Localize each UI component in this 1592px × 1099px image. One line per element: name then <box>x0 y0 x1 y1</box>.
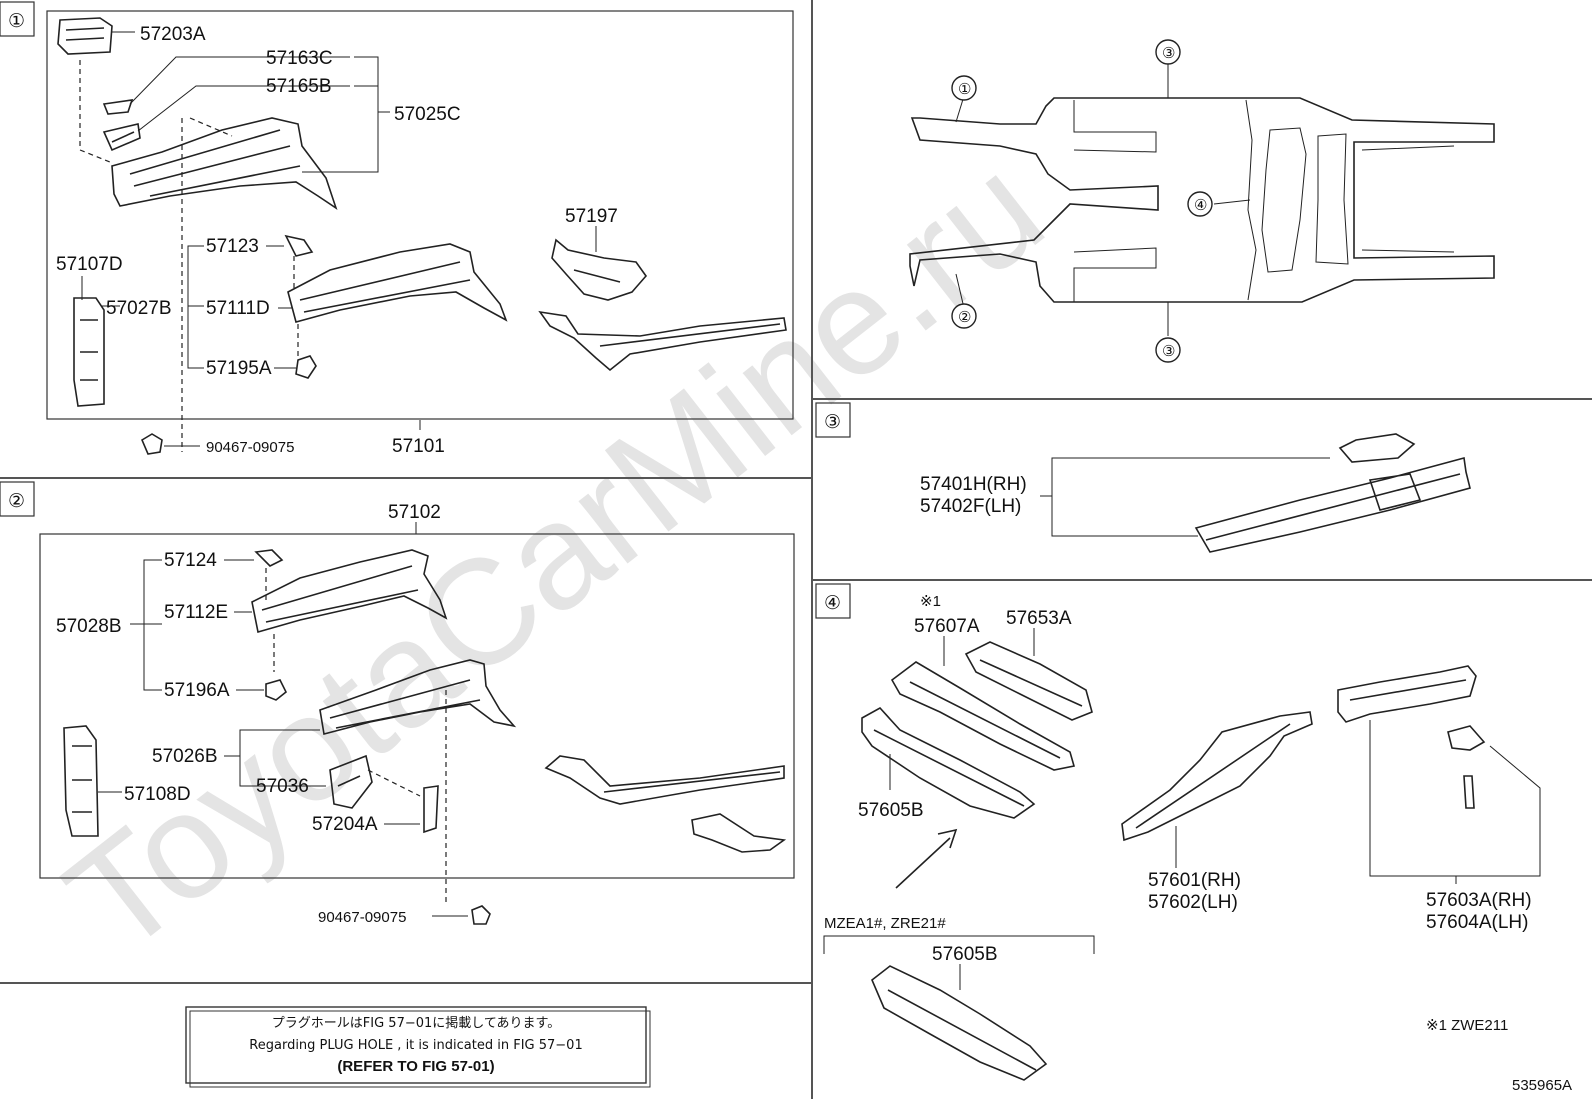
part-57107D-shape <box>73 297 105 407</box>
note-japanese: プラグホールはFIG 57−01に掲載してあります。 <box>272 1015 560 1031</box>
figure-id: 535965A <box>1512 1077 1572 1094</box>
callout-57204A[interactable]: 57204A <box>312 814 378 835</box>
callout-57401H[interactable]: 57401H(RH) <box>920 474 1027 495</box>
callout-90467-09075-s1[interactable]: 90467-09075 <box>206 439 294 456</box>
assembly-frame-57101 <box>46 10 794 420</box>
callout-57112E[interactable]: 57112E <box>164 602 228 623</box>
part-57124-shape <box>254 549 284 567</box>
overview-callout-3-bottom[interactable] <box>1155 337 1181 363</box>
part-57196A-shape <box>265 679 288 701</box>
callout-57605B[interactable]: 57605B <box>858 800 924 821</box>
section-3: ③ 57401H(RH) 57402F(LH) <box>815 402 1471 553</box>
part-57204A-shape <box>423 785 439 834</box>
section-marker-box <box>815 402 851 438</box>
part-bracket-4b-shape <box>1463 775 1475 809</box>
part-bracket-2-shape <box>691 813 787 853</box>
section-marker: ④ <box>824 593 841 614</box>
variant-label[interactable]: MZEA1#, ZRE21# <box>824 915 946 932</box>
callout-57163C[interactable]: 57163C <box>266 48 333 69</box>
part-57163C-shape <box>102 99 134 115</box>
part-57025C-shape <box>111 117 338 210</box>
overview-callout-3-top[interactable] <box>1155 39 1181 65</box>
overview-callout-3-bottom-label: ③ <box>1162 343 1175 360</box>
callout-57603A[interactable]: 57603A(RH) <box>1426 890 1532 911</box>
callout-57653A[interactable]: 57653A <box>1006 608 1072 629</box>
part-57203A-shape <box>57 17 113 55</box>
part-57026B-shape <box>319 659 517 735</box>
section-marker: ② <box>8 491 25 512</box>
section-2: ② 57102 57028B 57124 57112E 57196A 57026… <box>0 481 795 926</box>
callout-57195A[interactable]: 57195A <box>206 358 272 379</box>
callout-57165B[interactable]: 57165B <box>266 76 332 97</box>
callout-57028B[interactable]: 57028B <box>56 616 122 637</box>
callout-57602[interactable]: 57602(LH) <box>1148 892 1238 913</box>
callout-57601[interactable]: 57601(RH) <box>1148 870 1241 891</box>
part-bracket-3-shape <box>1338 433 1416 463</box>
part-57123-shape <box>284 234 314 257</box>
callout-57402F[interactable]: 57402F(LH) <box>920 496 1021 517</box>
callout-57607A[interactable]: 57607A <box>914 616 980 637</box>
assembly-frame-57102 <box>39 533 795 879</box>
plug-hole-note: プラグホールはFIG 57−01に掲載してあります。 Regarding PLU… <box>185 1006 651 1088</box>
overview-callout-4-label: ④ <box>1194 197 1207 214</box>
overview-callout-1-label: ① <box>958 81 971 98</box>
callout-57605B-alt[interactable]: 57605B <box>932 944 998 965</box>
part-57605B-shape <box>861 706 1036 819</box>
part-57112E-shape <box>251 549 448 634</box>
overview-frame-outline <box>909 97 1495 303</box>
note-reference[interactable]: (REFER TO FIG 57-01) <box>337 1058 494 1075</box>
part-57603A-shape <box>1337 665 1477 723</box>
bolt-90467-shape <box>140 433 163 455</box>
note-marker-1: ※1 <box>920 593 941 610</box>
part-57036-shape <box>329 754 373 809</box>
callout-57111D[interactable]: 57111D <box>206 298 270 319</box>
callout-57107D[interactable]: 57107D <box>56 254 123 275</box>
underbody-overview: ① ② ③ ③ ④ <box>909 39 1495 363</box>
part-57605B-alt-shape <box>871 965 1048 1081</box>
callout-57102[interactable]: 57102 <box>388 502 441 523</box>
part-57653A-shape <box>964 641 1093 721</box>
callout-57036[interactable]: 57036 <box>256 776 309 797</box>
view-arrow <box>895 828 958 889</box>
part-57108D-shape <box>63 725 99 837</box>
callout-57026B[interactable]: 57026B <box>152 746 218 767</box>
callout-57203A[interactable]: 57203A <box>140 24 206 45</box>
part-bracket-4a-shape <box>1447 725 1486 751</box>
callout-57124[interactable]: 57124 <box>164 550 217 571</box>
overview-callout-3-top-label: ③ <box>1162 45 1175 62</box>
callout-57101[interactable]: 57101 <box>392 436 445 457</box>
callout-90467-09075-s2[interactable]: 90467-09075 <box>318 909 406 926</box>
part-57111D-shape <box>287 243 508 323</box>
section-marker: ① <box>8 11 25 32</box>
part-57165B-shape <box>102 123 141 152</box>
section-marker-box <box>0 481 35 517</box>
bolt-90467-2-shape <box>471 905 491 925</box>
footnote-zwe211: ※1 ZWE211 <box>1426 1017 1508 1034</box>
part-57401H-shape <box>1194 456 1471 553</box>
overview-callout-2-label: ② <box>958 309 971 326</box>
overview-callout-2[interactable] <box>951 303 977 329</box>
note-english: Regarding PLUG HOLE , it is indicated in… <box>249 1038 582 1053</box>
section-marker-box <box>0 1 35 37</box>
section-marker-box <box>815 583 851 619</box>
part-57195A-shape <box>295 355 317 379</box>
part-side-rail-2-shape <box>544 755 785 805</box>
callout-57027B[interactable]: 57027B <box>106 298 172 319</box>
part-side-rail-shape <box>538 310 787 372</box>
overview-callout-4[interactable] <box>1187 191 1213 217</box>
overview-callout-1[interactable] <box>951 75 977 101</box>
callout-57196A[interactable]: 57196A <box>164 680 230 701</box>
section-4: ④ ※1 57607A 57653A 57605B MZEA1#, ZRE21#… <box>815 583 1541 1081</box>
part-57197-shape <box>551 238 648 301</box>
callout-57025C[interactable]: 57025C <box>394 104 461 125</box>
callout-57197[interactable]: 57197 <box>565 206 618 227</box>
part-57607A-shape <box>890 661 1076 771</box>
part-57601-shape <box>1121 711 1313 842</box>
section-marker: ③ <box>824 412 841 433</box>
callout-57108D[interactable]: 57108D <box>124 784 191 805</box>
section-1: ① 57203A 57163C 57165B 57025C 57197 5710… <box>0 1 794 457</box>
callout-57123[interactable]: 57123 <box>206 236 259 257</box>
callout-57604A[interactable]: 57604A(LH) <box>1426 912 1528 933</box>
